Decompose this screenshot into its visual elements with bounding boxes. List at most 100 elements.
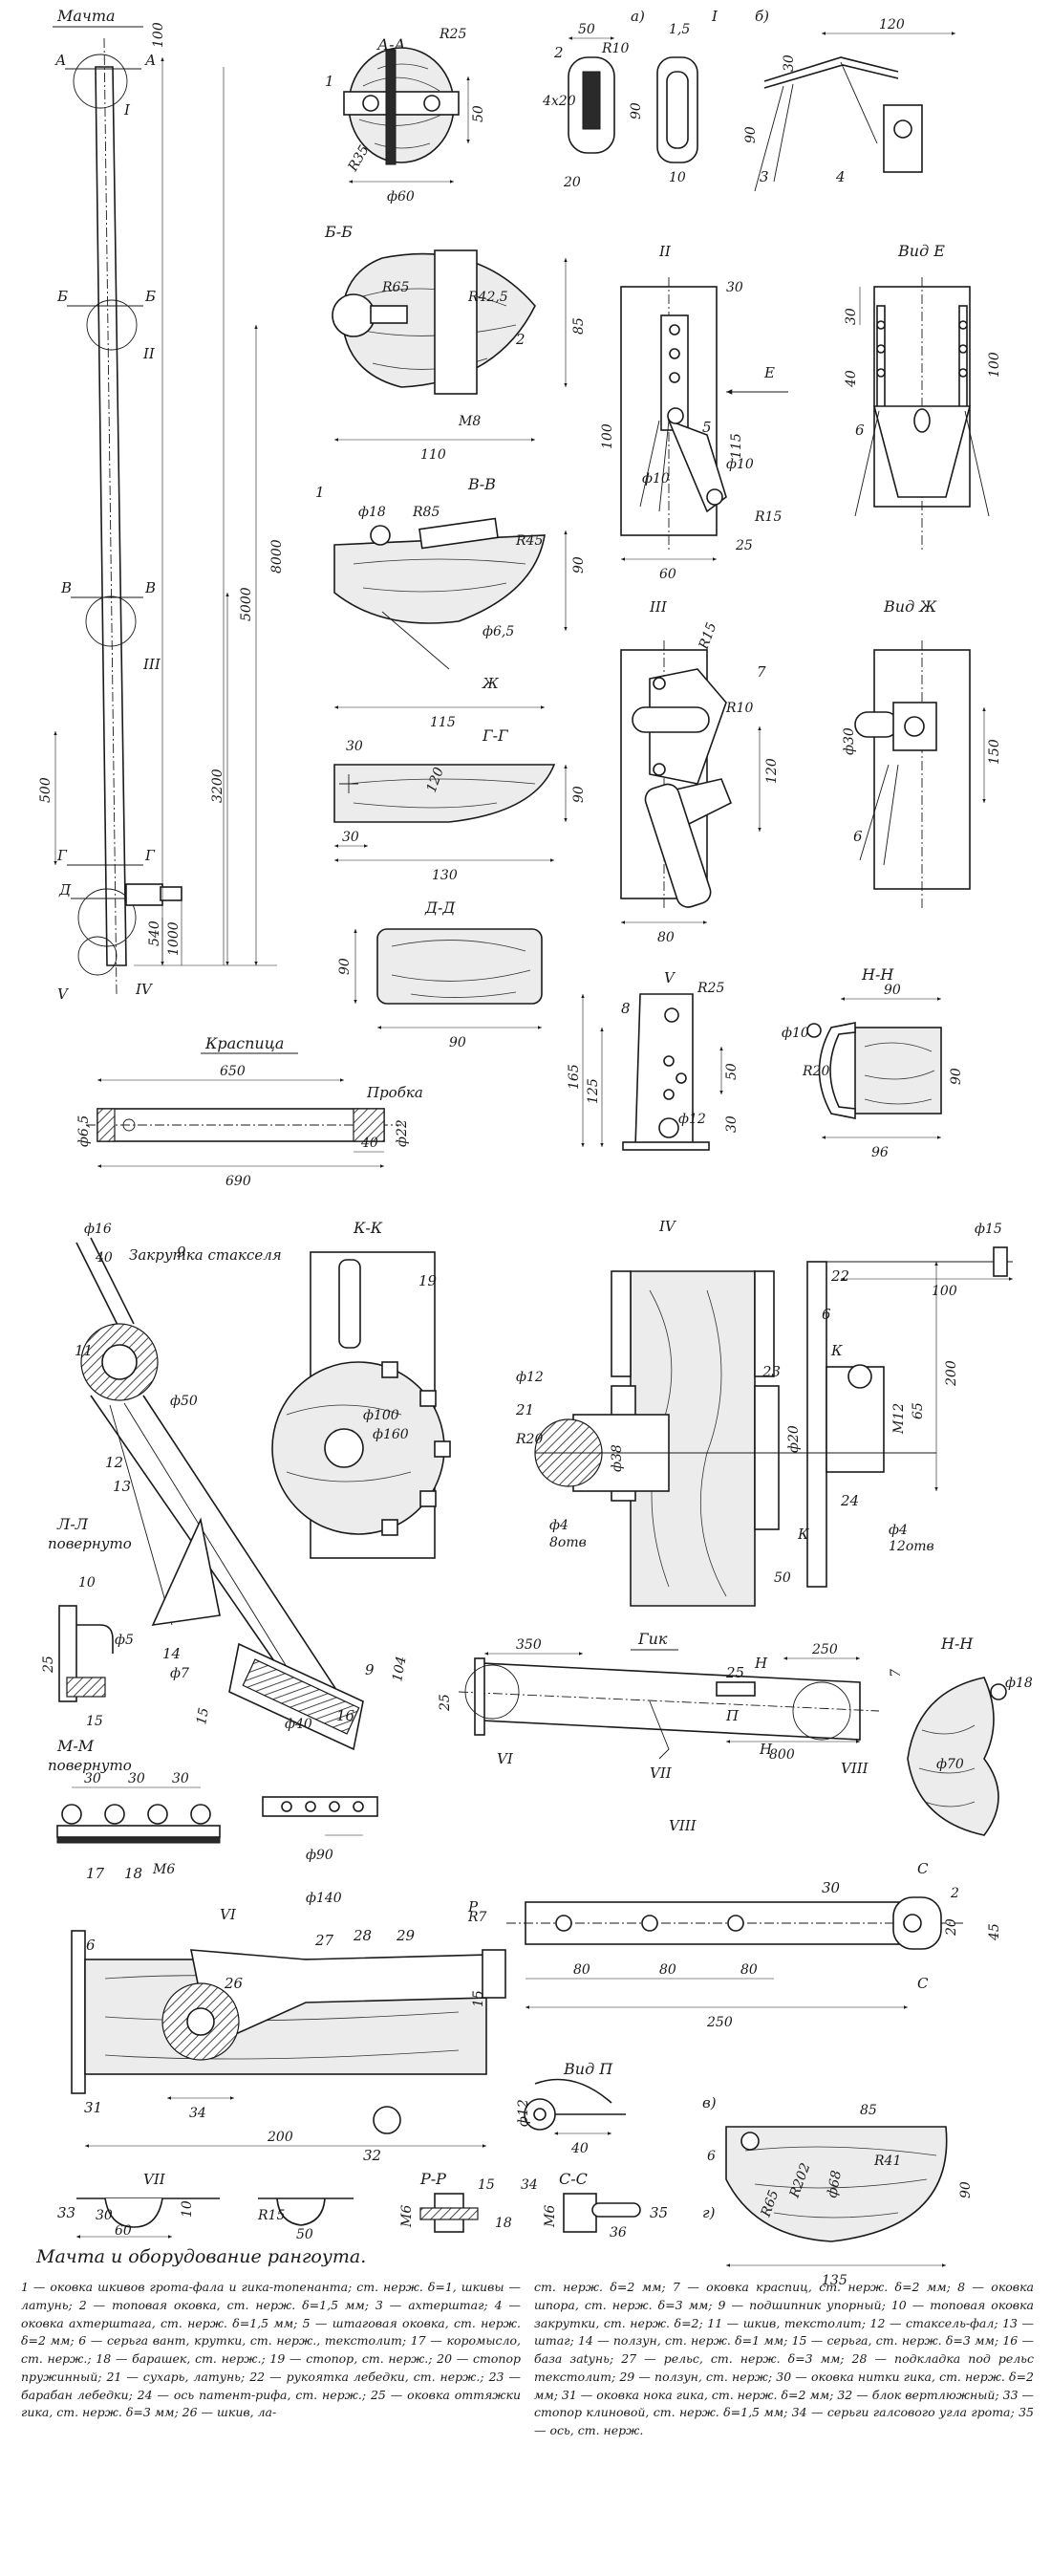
svg-text:6: 6 xyxy=(853,828,863,845)
mast-dim-3200: 3200 xyxy=(210,768,225,803)
mast-dim-1000: 1000 xyxy=(166,921,182,956)
svg-text:V: V xyxy=(664,969,676,986)
svg-text:ф40: ф40 xyxy=(285,1717,312,1732)
svg-text:165: 165 xyxy=(567,1064,582,1090)
svg-text:85: 85 xyxy=(571,317,587,335)
node-v: V 165 125 50 30 R25 ф12 8 xyxy=(567,969,740,1151)
svg-text:135: 135 xyxy=(822,2273,847,2288)
svg-text:30: 30 xyxy=(342,830,359,845)
svg-text:60: 60 xyxy=(659,567,676,582)
section-ll: Л-Л повернуто 10 ф5 15 25 xyxy=(41,1515,134,1729)
svg-text:35: 35 xyxy=(650,2204,668,2221)
node-iii: III 7 80 120 R10 R15 xyxy=(620,598,780,945)
svg-text:Г: Г xyxy=(56,847,68,864)
svg-text:4: 4 xyxy=(835,168,846,185)
svg-text:Б: Б xyxy=(144,288,156,305)
svg-text:Р-Р: Р-Р xyxy=(419,2170,446,2188)
svg-text:6: 6 xyxy=(86,1937,96,1954)
svg-text:85: 85 xyxy=(860,2103,877,2118)
svg-text:60: 60 xyxy=(115,2223,132,2239)
svg-text:Н-Н: Н-Н xyxy=(861,965,894,984)
svg-text:ф18: ф18 xyxy=(358,505,386,520)
svg-text:50: 50 xyxy=(774,1570,791,1586)
svg-text:А: А xyxy=(54,52,66,69)
detail-a-b: а) I б) 50 R10 4x20 20 1,5 10 90 2 120 3… xyxy=(542,8,955,192)
svg-text:30: 30 xyxy=(726,280,743,295)
svg-text:VII: VII xyxy=(143,2171,166,2188)
section-vv: В-В 1 ф18 R85 R45 ф6,5 115 90 Ж xyxy=(315,475,587,730)
svg-text:В-В: В-В xyxy=(467,475,496,493)
svg-text:ф18: ф18 xyxy=(1005,1676,1033,1691)
svg-text:96: 96 xyxy=(871,1145,889,1160)
svg-text:R42,5: R42,5 xyxy=(467,290,508,305)
svg-text:Н: Н xyxy=(754,1655,768,1672)
mast-dim-8000: 8000 xyxy=(269,539,285,574)
svg-text:20: 20 xyxy=(563,175,581,190)
svg-text:M12: M12 xyxy=(891,1403,907,1435)
svg-text:104: 104 xyxy=(390,1656,409,1683)
detail-v-g: в) 135 90 85 R202 R65 R41 ф68 6 xyxy=(702,2094,974,2288)
svg-text:100: 100 xyxy=(932,1284,957,1299)
svg-text:115: 115 xyxy=(430,715,456,730)
svg-text:IV: IV xyxy=(658,1218,677,1235)
svg-text:Д: Д xyxy=(58,881,72,898)
svg-text:150: 150 xyxy=(987,739,1002,765)
svg-text:27: 27 xyxy=(314,1932,334,1949)
figure-title: Мачта и оборудование рангоута. xyxy=(36,2246,367,2267)
svg-text:3: 3 xyxy=(760,168,769,185)
svg-text:10: 10 xyxy=(180,2200,195,2218)
svg-text:повернуто: повернуто xyxy=(48,1757,132,1774)
svg-text:Н-Н: Н-Н xyxy=(940,1634,974,1653)
svg-text:Вид П: Вид П xyxy=(563,2060,613,2078)
svg-text:15: 15 xyxy=(86,1714,103,1729)
svg-text:R45: R45 xyxy=(515,533,543,549)
svg-text:в): в) xyxy=(702,2094,717,2111)
stay-furler-assembly: Закрутка стакселя ф16 ф50 ф90 ф140 ф40 ф… xyxy=(75,1222,410,1906)
svg-text:200: 200 xyxy=(267,2130,293,2145)
svg-text:11: 11 xyxy=(75,1342,93,1359)
svg-text:30: 30 xyxy=(96,2208,113,2223)
svg-text:80: 80 xyxy=(657,930,675,945)
svg-text:34: 34 xyxy=(521,2177,538,2193)
svg-text:17: 17 xyxy=(86,1865,105,1882)
svg-text:ф15: ф15 xyxy=(975,1222,1002,1237)
svg-text:M6: M6 xyxy=(543,2205,558,2228)
mast-dim-540: 540 xyxy=(147,920,162,946)
svg-text:R20: R20 xyxy=(515,1432,543,1447)
svg-text:13: 13 xyxy=(113,1478,131,1495)
svg-text:R25: R25 xyxy=(439,27,466,42)
svg-text:Г-Г: Г-Г xyxy=(482,726,509,745)
svg-text:30: 30 xyxy=(844,308,859,325)
svg-text:18: 18 xyxy=(495,2216,512,2231)
svg-text:22: 22 xyxy=(830,1267,849,1285)
svg-text:90: 90 xyxy=(571,556,587,574)
section-ss: С-С 34 36 M6 35 xyxy=(521,2170,668,2240)
svg-text:80: 80 xyxy=(573,1962,590,1978)
svg-text:45: 45 xyxy=(987,1923,1002,1941)
section-nn-top: Н-Н 90 96 90 R20 ф10 xyxy=(782,965,964,1160)
svg-text:18: 18 xyxy=(124,1865,142,1882)
section-rr: Р-Р 15 18 M6 xyxy=(399,2170,512,2233)
svg-text:M8: M8 xyxy=(458,414,481,429)
svg-text:ф20: ф20 xyxy=(786,1425,802,1453)
svg-text:30: 30 xyxy=(724,1115,740,1133)
node-iv: IV 200 100 65 50 ф20 M12 ф12 R20 ф4 8отв… xyxy=(515,1218,1013,1607)
svg-text:К: К xyxy=(830,1342,843,1359)
svg-text:19: 19 xyxy=(418,1272,438,1289)
svg-text:II: II xyxy=(658,243,672,260)
svg-text:10: 10 xyxy=(669,170,686,185)
svg-text:VI: VI xyxy=(220,1906,237,1923)
svg-text:ф12: ф12 xyxy=(516,1370,544,1385)
svg-text:VIII: VIII xyxy=(841,1760,869,1777)
svg-text:Б-Б: Б-Б xyxy=(324,223,353,241)
mast-dim-5000: 5000 xyxy=(239,587,254,621)
svg-text:36: 36 xyxy=(610,2225,627,2240)
svg-text:25: 25 xyxy=(735,538,753,553)
svg-text:50: 50 xyxy=(296,2227,313,2242)
svg-text:30: 30 xyxy=(128,1771,145,1786)
svg-text:VI: VI xyxy=(497,1750,514,1767)
svg-text:8отв: 8отв xyxy=(549,1535,587,1550)
svg-text:Р: Р xyxy=(467,1898,479,1916)
svg-text:Б: Б xyxy=(56,288,68,305)
svg-text:100: 100 xyxy=(600,423,615,449)
